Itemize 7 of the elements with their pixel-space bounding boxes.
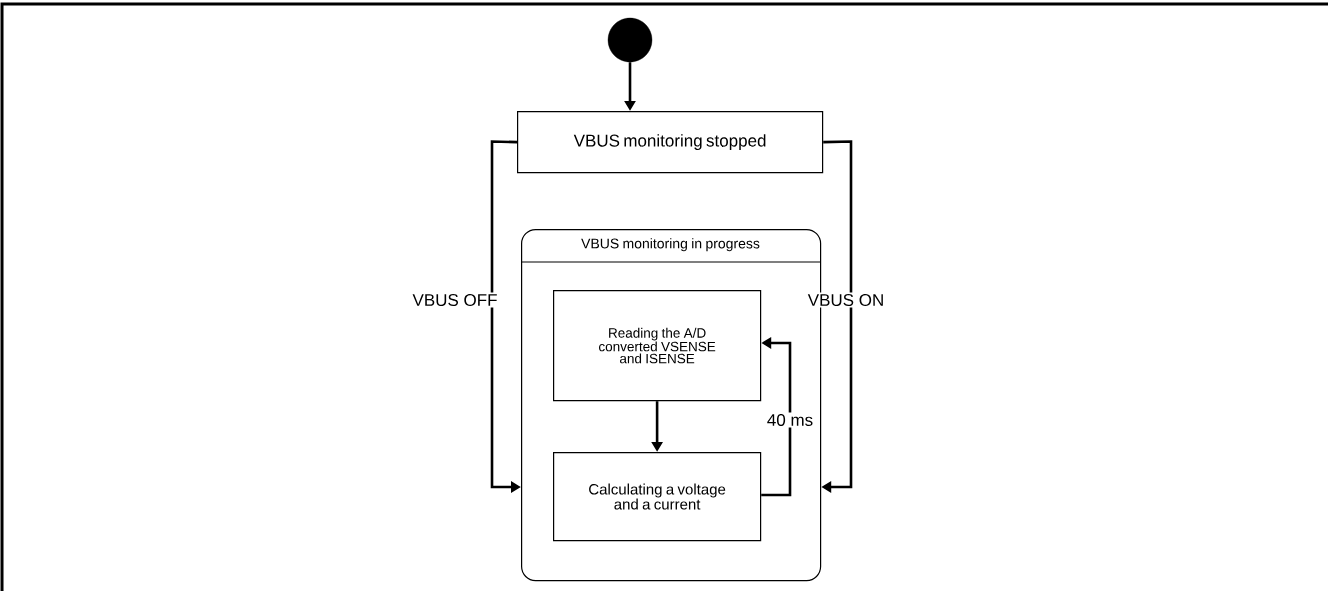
state-box: VBUS monitoring stopped <box>517 111 824 174</box>
initial-state-dot <box>607 17 653 63</box>
edge-label: VBUS ON <box>806 292 886 308</box>
state-box: Reading the A/D converted VSENSE and ISENSE <box>553 290 762 402</box>
state-box: Calculating a voltage and a current <box>553 452 762 542</box>
edge-label: 40 ms <box>765 412 815 428</box>
edge-label: VBUS OFF <box>411 292 499 308</box>
